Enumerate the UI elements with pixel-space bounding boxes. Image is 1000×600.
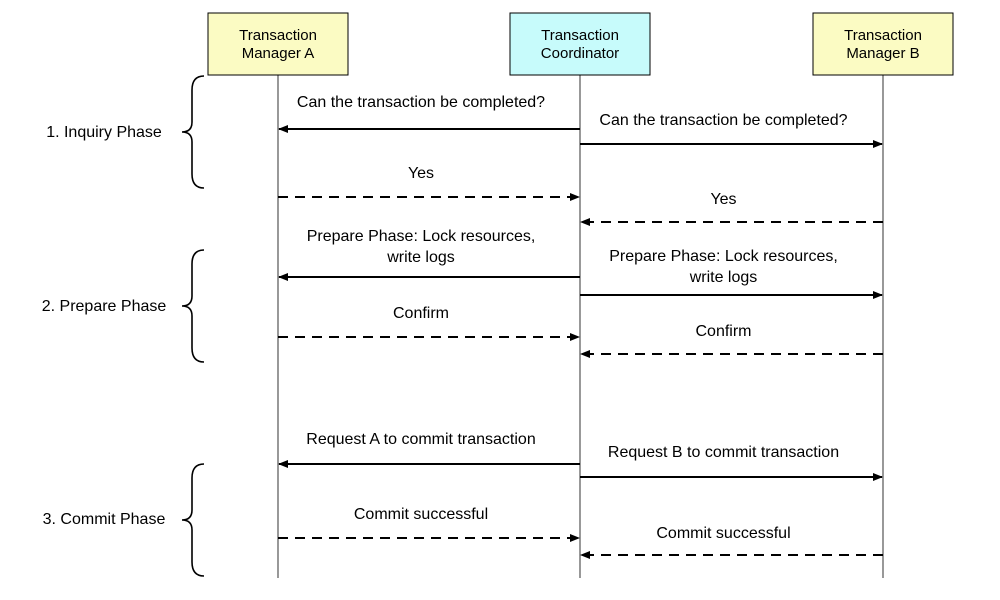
phase-3: 3. Commit Phase — [43, 463, 205, 577]
message-a-to-c: Confirm — [278, 305, 580, 341]
message-label: Confirm — [695, 323, 751, 340]
message-label-line: Prepare Phase: Lock resources, — [609, 248, 838, 265]
message-label-line: Confirm — [393, 305, 449, 322]
message-label: Request A to commit transaction — [306, 431, 535, 448]
message-label: Confirm — [393, 305, 449, 322]
phase-brace — [181, 249, 205, 363]
phase-2: 2. Prepare Phase — [42, 249, 205, 363]
message-c-to-b: Prepare Phase: Lock resources, write logs — [580, 248, 883, 299]
message-c-to-a: Request A to commit transaction — [278, 431, 580, 468]
message-label: Prepare Phase: Lock resources, write logs — [609, 248, 838, 286]
message-label-line: Prepare Phase: Lock resources, — [307, 228, 536, 245]
message-a-to-c: Commit successful — [278, 506, 580, 542]
phase-brace — [181, 75, 205, 189]
message-label: Yes — [408, 165, 434, 182]
message-label: Prepare Phase: Lock resources, write logs — [307, 228, 536, 266]
message-c-to-a: Can the transaction be completed? — [278, 94, 580, 133]
message-label: Can the transaction be completed? — [297, 94, 545, 111]
participant-box — [207, 12, 349, 76]
message-label-line: Request B to commit transaction — [608, 444, 839, 461]
message-b-to-c: Commit successful — [580, 525, 883, 559]
participant-label-line: Transaction — [844, 27, 922, 44]
message-label: Yes — [710, 191, 736, 208]
phase-1: 1. Inquiry Phase — [46, 75, 205, 189]
participant-label-line: Manager B — [846, 45, 919, 62]
message-label-line: Can the transaction be completed? — [599, 112, 847, 129]
participant-label-line: Manager A — [242, 45, 315, 62]
participant-box — [509, 12, 651, 76]
message-label: Can the transaction be completed? — [599, 112, 847, 129]
message-label-line: Yes — [408, 165, 434, 182]
message-label: Request B to commit transaction — [608, 444, 839, 461]
message-label-line: Can the transaction be completed? — [297, 94, 545, 111]
message-label: Commit successful — [656, 525, 790, 542]
messages-layer: Can the transaction be completed? Can the… — [278, 94, 883, 559]
message-c-to-b: Can the transaction be completed? — [580, 112, 883, 148]
message-c-to-b: Request B to commit transaction — [580, 444, 883, 481]
message-label-line: Confirm — [695, 323, 751, 340]
phase-label: 2. Prepare Phase — [42, 298, 167, 315]
message-label-line: Commit successful — [656, 525, 790, 542]
lifelines-layer — [277, 75, 884, 578]
participant-label-line: Transaction — [541, 27, 619, 44]
message-label-line: Commit successful — [354, 506, 488, 523]
message-a-to-c: Yes — [278, 165, 580, 201]
message-label-line: write logs — [386, 249, 455, 266]
message-label-line: Request A to commit transaction — [306, 431, 535, 448]
message-c-to-a: Prepare Phase: Lock resources, write logs — [278, 228, 580, 281]
message-b-to-c: Confirm — [580, 323, 883, 358]
phase-brace — [181, 463, 205, 577]
phases-layer: 1. Inquiry Phase 2. Prepare Phase 3. Commi… — [42, 75, 205, 577]
participant-label-line: Coordinator — [541, 45, 619, 62]
message-label-line: write logs — [689, 269, 758, 286]
phase-label: 1. Inquiry Phase — [46, 124, 162, 141]
phase-label: 3. Commit Phase — [43, 511, 166, 528]
participant-box — [812, 12, 954, 76]
participant-label-line: Transaction — [239, 27, 317, 44]
message-label: Commit successful — [354, 506, 488, 523]
message-b-to-c: Yes — [580, 191, 883, 226]
message-label-line: Yes — [710, 191, 736, 208]
